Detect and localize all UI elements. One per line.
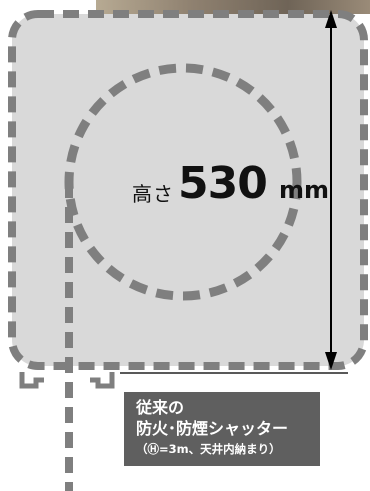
height-arrow-top-head bbox=[325, 10, 337, 28]
height-arrow-bottom-head bbox=[325, 352, 337, 370]
caption-line-3: （Ⓗ=3m、天井内納まり） bbox=[136, 442, 281, 456]
left-rail-bracket bbox=[19, 372, 44, 389]
right-rail-bracket bbox=[90, 372, 115, 389]
caption-line-1: 従来の bbox=[136, 398, 185, 417]
height-dimension: 高さ 530 mm bbox=[122, 158, 332, 214]
caption-box: 従来の 防火･防煙シャッター （Ⓗ=3m、天井内納まり） bbox=[124, 392, 320, 466]
panel-dashed-outline bbox=[8, 10, 368, 370]
height-value: 530 bbox=[178, 158, 268, 209]
caption-line-2: 防火･防煙シャッター bbox=[136, 419, 289, 438]
height-unit: mm bbox=[279, 176, 330, 204]
height-label: 高さ bbox=[132, 182, 174, 206]
